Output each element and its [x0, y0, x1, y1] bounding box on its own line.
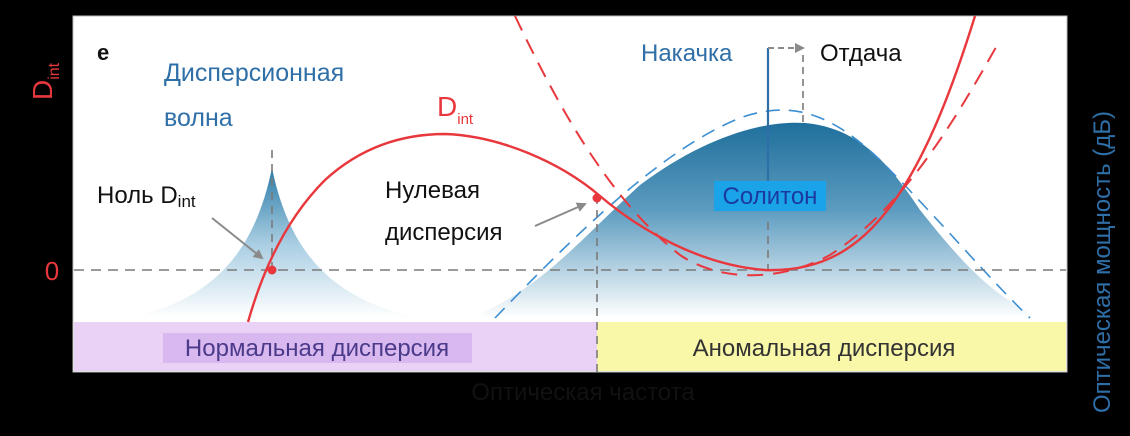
zero-dispersion-point — [592, 193, 602, 203]
pump-label: Накачка — [641, 40, 733, 67]
soliton-label: Солитон — [723, 183, 818, 210]
left-axis-label: Dint — [27, 62, 63, 100]
dint-parabola-dashed — [514, 15, 1001, 277]
recoil-label: Отдача — [820, 40, 902, 67]
anomalous-dispersion-region — [597, 322, 1066, 371]
right-axis-label: Оптическая мощность (дБ) — [1089, 111, 1116, 413]
dispersive-wave-label: Дисперсионная волна — [164, 59, 351, 132]
dispersive-wave-peak — [128, 168, 420, 318]
zero-dispersion-arrow — [534, 202, 587, 227]
x-axis-label: Оптическая частота — [471, 379, 695, 406]
soliton-spectrum — [470, 122, 1040, 318]
panel-label: e — [97, 40, 109, 65]
soliton-label-highlight — [714, 181, 826, 211]
zero-dispersion-label: Нулевая дисперсия — [385, 177, 503, 246]
normal-dispersion-label: Нормальная дисперсия — [185, 335, 449, 362]
zero-tick-label: 0 — [45, 256, 59, 286]
anomalous-dispersion-label: Аномальная дисперсия — [693, 335, 956, 362]
curve-dint-label: Dint — [437, 91, 474, 128]
zero-dint-point — [267, 265, 277, 275]
zero-dint-label: Ноль Dint — [97, 182, 196, 211]
dint-curve — [246, 15, 977, 323]
normal-label-highlight — [163, 333, 472, 363]
zero-dint-arrow — [211, 217, 264, 260]
